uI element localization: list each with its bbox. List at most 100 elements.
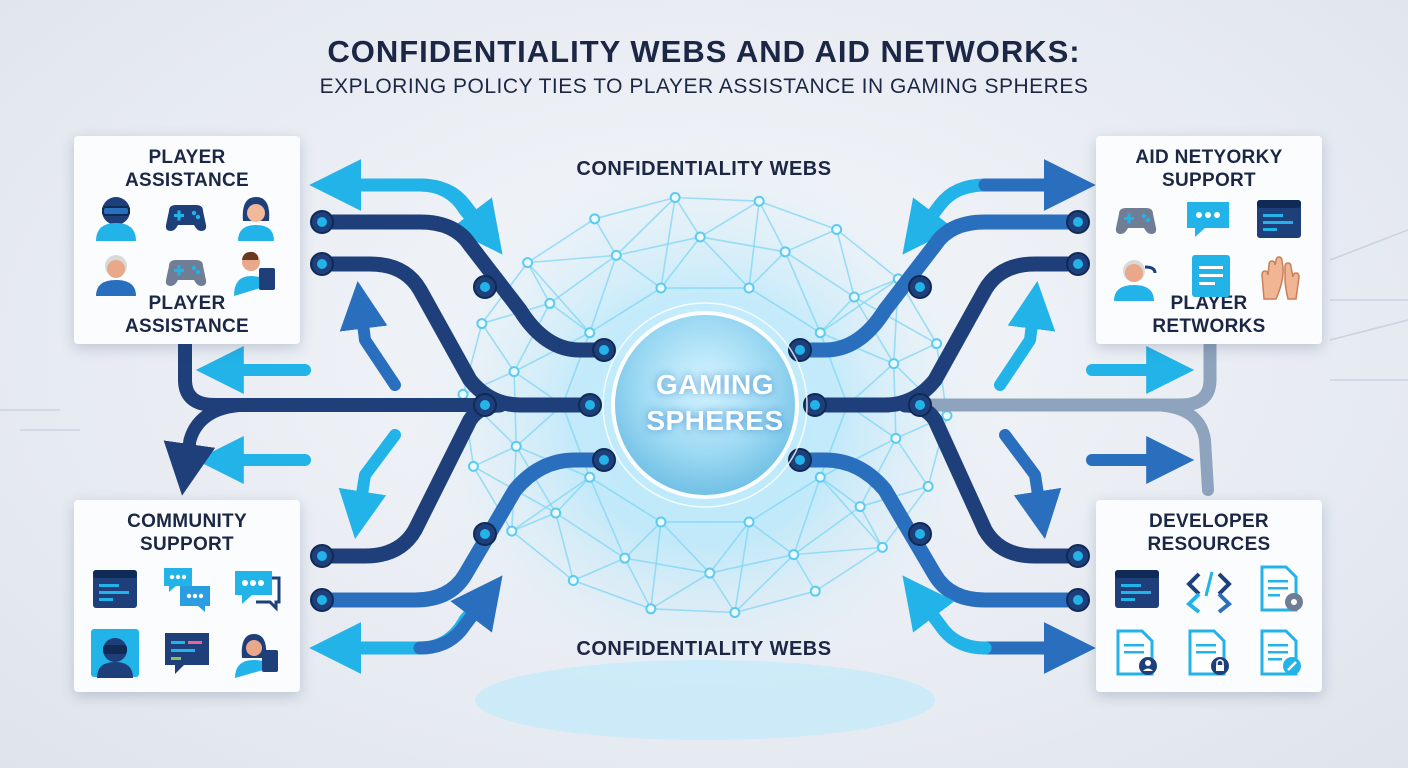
card-community-support-label: COMMUNITY SUPPORT xyxy=(127,511,247,555)
mesh-link xyxy=(615,254,662,289)
mesh-link xyxy=(709,553,794,574)
mesh-link xyxy=(594,218,617,256)
elder-avatar-icon xyxy=(96,255,136,296)
gaming-sphere-circle xyxy=(611,311,799,499)
mesh-link xyxy=(549,302,591,334)
mesh-node xyxy=(584,471,596,483)
mesh-link xyxy=(624,557,710,574)
mesh-node xyxy=(544,297,556,309)
card-aid-networks[interactable]: AID NETYORKY SUPPORT PLAYER RETWORKS xyxy=(1096,136,1322,344)
mesh-link xyxy=(748,201,760,289)
mesh-link xyxy=(893,342,937,365)
card-player-assistance-label-top: PLAYER ASSISTANCE xyxy=(124,147,250,191)
web-label-bottom: CONFIDENTIALITY WEBS xyxy=(576,638,832,660)
center-label: GAMING SPHERES xyxy=(600,367,830,439)
mesh-link xyxy=(734,554,795,614)
mesh-link xyxy=(836,228,899,280)
mesh-link xyxy=(819,296,855,334)
helping-hands-icon xyxy=(1261,256,1300,300)
connector-node-core xyxy=(1073,259,1083,269)
mesh-link xyxy=(699,236,750,289)
vr-headset-player-icon xyxy=(96,197,136,241)
mesh-link xyxy=(734,521,750,613)
mesh-link xyxy=(650,572,711,610)
mesh-link xyxy=(758,200,786,253)
connector-node-core xyxy=(480,529,490,539)
mesh-node xyxy=(655,516,667,528)
mesh-node xyxy=(814,327,826,339)
gamepad-icon xyxy=(165,260,207,286)
mesh-node xyxy=(729,607,741,619)
document-gear-icon xyxy=(1260,565,1303,612)
web-label-top: CONFIDENTIALITY WEBS xyxy=(576,158,832,180)
mesh-node xyxy=(743,282,755,294)
mesh-link xyxy=(513,303,551,372)
mesh-link xyxy=(784,251,822,334)
mesh-link xyxy=(511,530,574,582)
mesh-link xyxy=(511,512,557,532)
mesh-link xyxy=(554,512,575,581)
card-aid-networks-label-top: AID NETYORKY SUPPORT xyxy=(1135,147,1283,191)
mesh-node xyxy=(610,249,622,261)
code-window-icon xyxy=(1115,570,1159,608)
mesh-node xyxy=(779,246,791,258)
mesh-link xyxy=(748,251,786,289)
mesh-node xyxy=(788,549,800,561)
tablet-user-icon xyxy=(235,634,278,678)
mesh-link xyxy=(588,255,618,333)
mesh-link xyxy=(660,197,676,289)
document-lock-icon xyxy=(1188,629,1229,676)
card-developer-resources[interactable]: DEVELOPER RESOURCES xyxy=(1096,500,1322,692)
connector-node-core xyxy=(480,400,490,410)
mesh-node xyxy=(476,318,488,330)
connector-node-core xyxy=(585,400,595,410)
gamepad-icon xyxy=(1115,208,1157,234)
card-player-assistance[interactable]: PLAYER ASSISTANCE PLAYER ASSISTANCE xyxy=(74,136,300,344)
connector-node-core xyxy=(795,345,805,355)
mesh-link xyxy=(819,476,861,508)
connector-node-core xyxy=(915,529,925,539)
headset-agent-icon xyxy=(1114,260,1157,301)
mesh-node xyxy=(457,388,469,400)
page-subtitle: EXPLORING POLICY TIES TO PLAYER ASSISTAN… xyxy=(319,75,1089,98)
mesh-node xyxy=(941,410,953,422)
mesh-link xyxy=(699,200,760,238)
mesh-link xyxy=(793,554,816,592)
mesh-node xyxy=(669,191,681,203)
mesh-link xyxy=(660,236,701,289)
mesh-node xyxy=(467,460,479,472)
chat-bubbles-icon xyxy=(164,568,210,612)
mesh-link xyxy=(835,229,856,298)
mesh-link xyxy=(819,437,897,479)
connector-nodes xyxy=(310,210,1090,612)
gamepad-icon xyxy=(165,205,207,231)
connector-node-core xyxy=(317,551,327,561)
connector-node-core xyxy=(317,217,327,227)
connector-node-core xyxy=(1073,595,1083,605)
document-icon xyxy=(1192,255,1230,297)
right-connectors xyxy=(792,159,1217,674)
mesh-link xyxy=(792,477,822,555)
mesh-node xyxy=(550,507,562,519)
connector-node-core xyxy=(795,455,805,465)
connector-node-core xyxy=(915,282,925,292)
document-user-icon xyxy=(1116,629,1157,676)
mesh-link xyxy=(793,546,883,556)
connector-node-core xyxy=(317,259,327,269)
mesh-link xyxy=(588,476,626,559)
mesh-link xyxy=(660,521,711,574)
mesh-link xyxy=(589,476,662,523)
mesh-link xyxy=(527,254,617,264)
mesh-node xyxy=(567,575,579,587)
mesh-link xyxy=(814,546,883,592)
card-community-support[interactable]: COMMUNITY SUPPORT xyxy=(74,500,300,692)
mesh-link xyxy=(859,506,884,548)
chat-bubble-icon xyxy=(1187,202,1229,237)
mesh-node xyxy=(809,585,821,597)
code-brackets-icon xyxy=(1186,571,1232,614)
mesh-node xyxy=(831,223,843,235)
mesh-link xyxy=(895,437,929,487)
connector-node-core xyxy=(480,282,490,292)
mesh-node xyxy=(890,432,902,444)
mesh-node xyxy=(694,231,706,243)
